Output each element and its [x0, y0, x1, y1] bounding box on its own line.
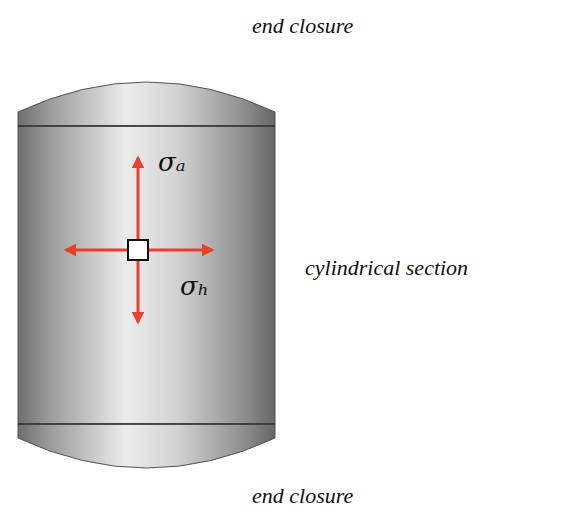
- cylinder-body: [18, 126, 275, 424]
- stress-element: [128, 240, 148, 260]
- seam-line: [18, 125, 275, 127]
- bottom-end-closure: [18, 424, 275, 468]
- seam-line: [18, 423, 275, 425]
- stress-arrows: [66, 158, 212, 322]
- axial-arrow: [137, 260, 140, 322]
- part-label: end closure: [252, 14, 353, 38]
- hoop-arrow: [148, 249, 212, 252]
- part-label: cylindrical section: [305, 256, 468, 280]
- hoop-arrow: [66, 249, 128, 252]
- stress-symbol: σₐ: [158, 148, 186, 177]
- axial-arrow: [137, 158, 140, 240]
- top-end-closure: [18, 82, 275, 126]
- stress-symbol: σₕ: [180, 272, 209, 301]
- part-label: end closure: [252, 484, 353, 508]
